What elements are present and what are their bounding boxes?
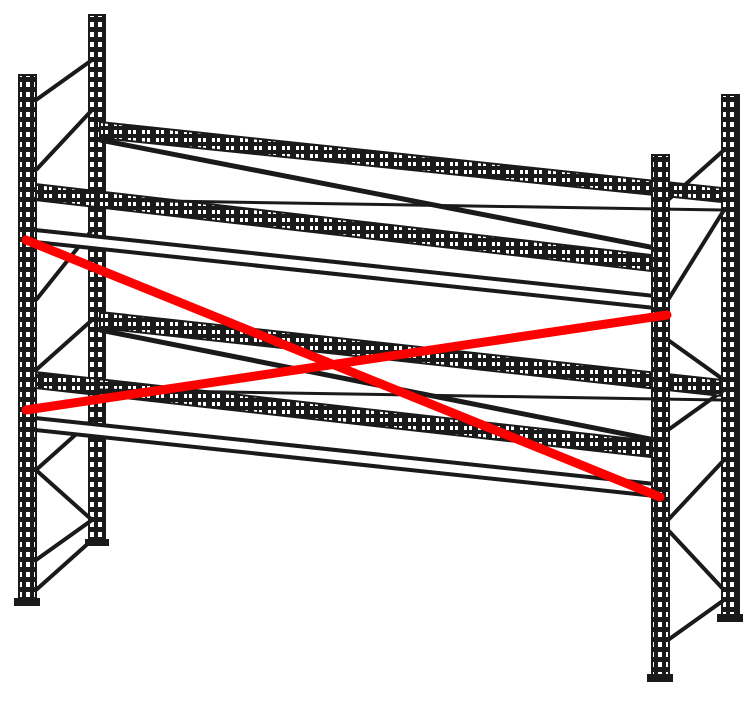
upright-back-right [721, 94, 740, 621]
upright-front-left [18, 74, 37, 606]
lower-deck [33, 310, 723, 499]
red-cross-stroke-1 [21, 235, 665, 502]
side-bracing-left [34, 58, 94, 592]
upper-deck [33, 120, 723, 311]
upright-front-right [651, 154, 670, 681]
foot-plates [14, 539, 743, 682]
red-cross-mark [21, 235, 672, 502]
upright-back-left [88, 14, 106, 546]
red-cross-stroke-2 [21, 310, 672, 415]
